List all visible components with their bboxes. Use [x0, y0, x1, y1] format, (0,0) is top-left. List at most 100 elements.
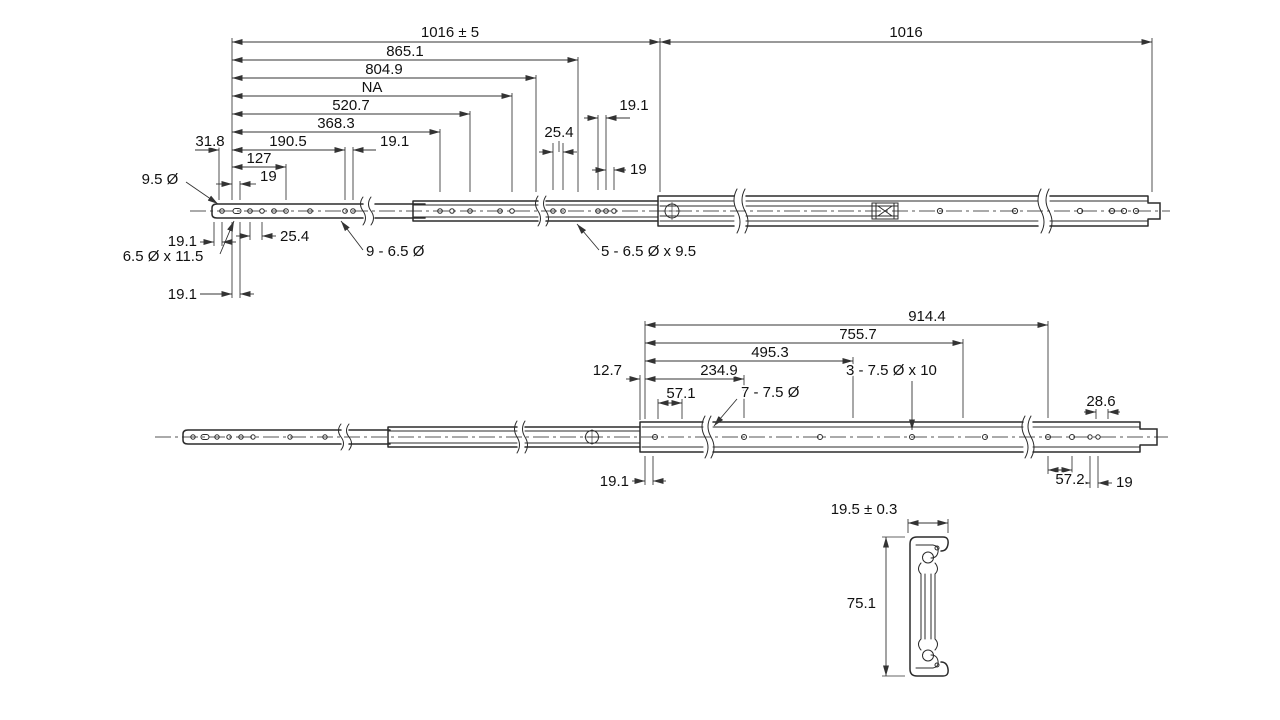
hole	[1069, 434, 1075, 440]
top-view: 1016 ± 5 1016 865.1 804.9 NA 520.7 368.3…	[121, 22, 1170, 305]
rivet	[934, 545, 940, 551]
rail-inner-lines	[641, 426, 1141, 448]
hole	[342, 208, 348, 214]
rivet-crosshair	[584, 429, 600, 445]
hole	[1132, 207, 1140, 215]
hole	[741, 434, 747, 440]
dim-label-19-group: 19	[630, 161, 647, 178]
dim-label-865: 865.1	[386, 43, 424, 60]
leader-line	[185, 181, 219, 205]
hole	[560, 208, 566, 214]
dim-label-190: 190.5	[269, 133, 307, 150]
label-three-holes: 3 - 7.5 Ø x 10	[846, 362, 937, 379]
mounting-holes	[437, 208, 617, 214]
hole	[497, 208, 503, 214]
label-slot-size: 6.5 Ø x 11.5	[123, 248, 204, 265]
extension-lines	[639, 321, 1109, 488]
break-lines	[338, 423, 352, 451]
top-view-dimensions: 1016 ± 5 1016 865.1 804.9 NA 520.7 368.3…	[121, 22, 1153, 305]
hole	[603, 208, 609, 214]
dim-label-755: 755.7	[839, 326, 877, 343]
hole	[467, 208, 473, 214]
rail-outline	[657, 195, 1161, 227]
hole	[936, 207, 944, 215]
rail-outline	[387, 426, 641, 448]
rail-outline	[211, 203, 426, 219]
hole	[1045, 434, 1051, 440]
hole	[449, 208, 455, 214]
label-hole-diameter: 9.5 Ø	[142, 171, 179, 188]
dim-label-804: 804.9	[365, 61, 403, 78]
hole	[190, 434, 196, 440]
rail-inner-lines	[659, 200, 1149, 222]
mounting-holes	[652, 434, 1101, 440]
extension-lines	[213, 38, 1153, 298]
dim-label-na: NA	[362, 79, 383, 96]
hole	[909, 434, 915, 440]
hole	[322, 434, 328, 440]
rail-outline	[639, 421, 1158, 453]
middle-view: 914.4 755.7 495.3 234.9 12.7 57.1 7 - 7.…	[155, 306, 1168, 493]
rail-inner-lines	[387, 430, 641, 444]
hole	[982, 434, 988, 440]
dim-label-28-6: 28.6	[1086, 393, 1115, 410]
hole	[226, 434, 232, 440]
hole	[238, 434, 244, 440]
inner-rail	[182, 423, 391, 451]
hole	[550, 208, 556, 214]
hole	[1011, 207, 1019, 215]
hole	[214, 434, 220, 440]
break-lines	[701, 415, 1035, 459]
mounting-holes	[190, 434, 328, 440]
dim-label-19-1-group: 19.1	[619, 97, 648, 114]
outer-rail	[639, 415, 1158, 459]
rivet	[934, 662, 940, 668]
label-five-holes: 5 - 6.5 Ø x 9.5	[601, 243, 696, 260]
break-lines	[733, 188, 1053, 234]
ball-bearing	[922, 551, 934, 564]
latch-detail	[871, 202, 899, 220]
dim-label-25-4-group: 25.4	[544, 124, 573, 141]
hole	[437, 208, 443, 214]
hole	[247, 208, 253, 214]
rail-inner-lines	[412, 204, 659, 218]
dim-label-19-1-slot: 19.1	[168, 286, 197, 303]
dim-label-12-7: 12.7	[593, 362, 622, 379]
leader-line	[340, 220, 364, 251]
intermediate-rail	[412, 195, 659, 227]
dim-label-19-1-row: 19.1	[380, 133, 409, 150]
dim-label-368: 368.3	[317, 115, 355, 132]
hole	[1108, 207, 1116, 215]
rivet-crosshair	[663, 202, 681, 220]
dim-label-234: 234.9	[700, 362, 738, 379]
latch-body	[871, 202, 899, 220]
hole	[350, 208, 356, 214]
slot-hole	[232, 208, 242, 214]
dim-label-495: 495.3	[751, 344, 789, 361]
hole	[1076, 207, 1084, 215]
dim-label-914: 914.4	[908, 308, 946, 325]
mounting-holes	[219, 208, 356, 214]
hole	[250, 434, 256, 440]
latch-lines	[875, 202, 895, 220]
dim-label-overall-extended: 1016 ± 5	[421, 24, 479, 41]
break-lines	[535, 195, 549, 227]
web-profile	[918, 562, 938, 651]
hole	[259, 208, 265, 214]
extension-lines	[882, 519, 949, 677]
intermediate-rail	[387, 420, 641, 454]
ball-bearing	[922, 649, 934, 662]
hole	[509, 208, 515, 214]
outer-rail	[657, 188, 1161, 234]
dim-label-25-4-end: 25.4	[280, 228, 309, 245]
hole	[219, 208, 225, 214]
hole	[287, 434, 293, 440]
dim-label-section-width: 19.5 ± 0.3	[831, 501, 898, 518]
dim-label-57-1: 57.1	[666, 385, 695, 402]
dim-label-520: 520.7	[332, 97, 370, 114]
hole	[1095, 434, 1101, 440]
outer-rail-profile	[909, 536, 949, 677]
dim-label-57-2: 57.2	[1055, 471, 1084, 488]
hole	[1120, 207, 1128, 215]
